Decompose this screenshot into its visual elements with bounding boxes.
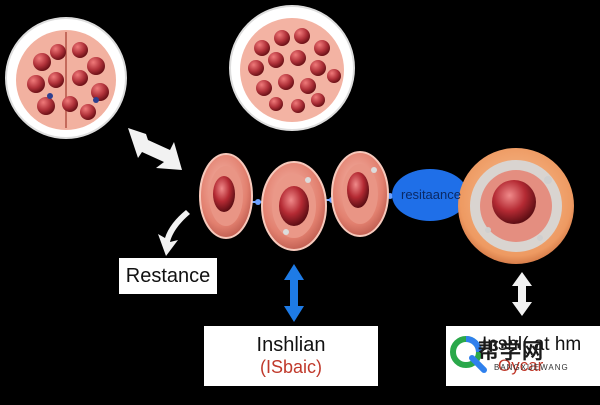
right-label: Inshl( at hm (482, 334, 582, 355)
restance-label: Restance (125, 265, 211, 287)
restance-label-box: Restance (119, 258, 217, 294)
watermark-text: 帮学网 (478, 339, 544, 363)
cell-chain (199, 148, 574, 264)
q-logo-icon (450, 336, 487, 373)
white-arrow-down-right (128, 128, 182, 170)
inshlian-label: Inshlian (256, 334, 326, 357)
cell-large-right (458, 148, 574, 264)
inshlian-label-box: Inshlian (ISbaic) (204, 326, 378, 386)
right-sublabel: Oycar (498, 356, 544, 375)
inshlian-sublabel: (ISbaic) (259, 357, 322, 378)
white-arrow-down-left (158, 210, 190, 256)
cell-disc-3 (331, 151, 389, 237)
watermark-subtext: BANGXUEWANG (494, 363, 569, 372)
pill-label: resitaance (401, 187, 461, 202)
cell-disc-1 (199, 153, 253, 239)
cell-disc-2 (261, 161, 327, 251)
blue-double-arrow (284, 264, 304, 322)
white-double-arrow (512, 272, 532, 316)
resistance-pill (392, 169, 468, 221)
cell-cluster-top-left (5, 17, 127, 139)
cell-cluster-top-center (229, 5, 355, 131)
